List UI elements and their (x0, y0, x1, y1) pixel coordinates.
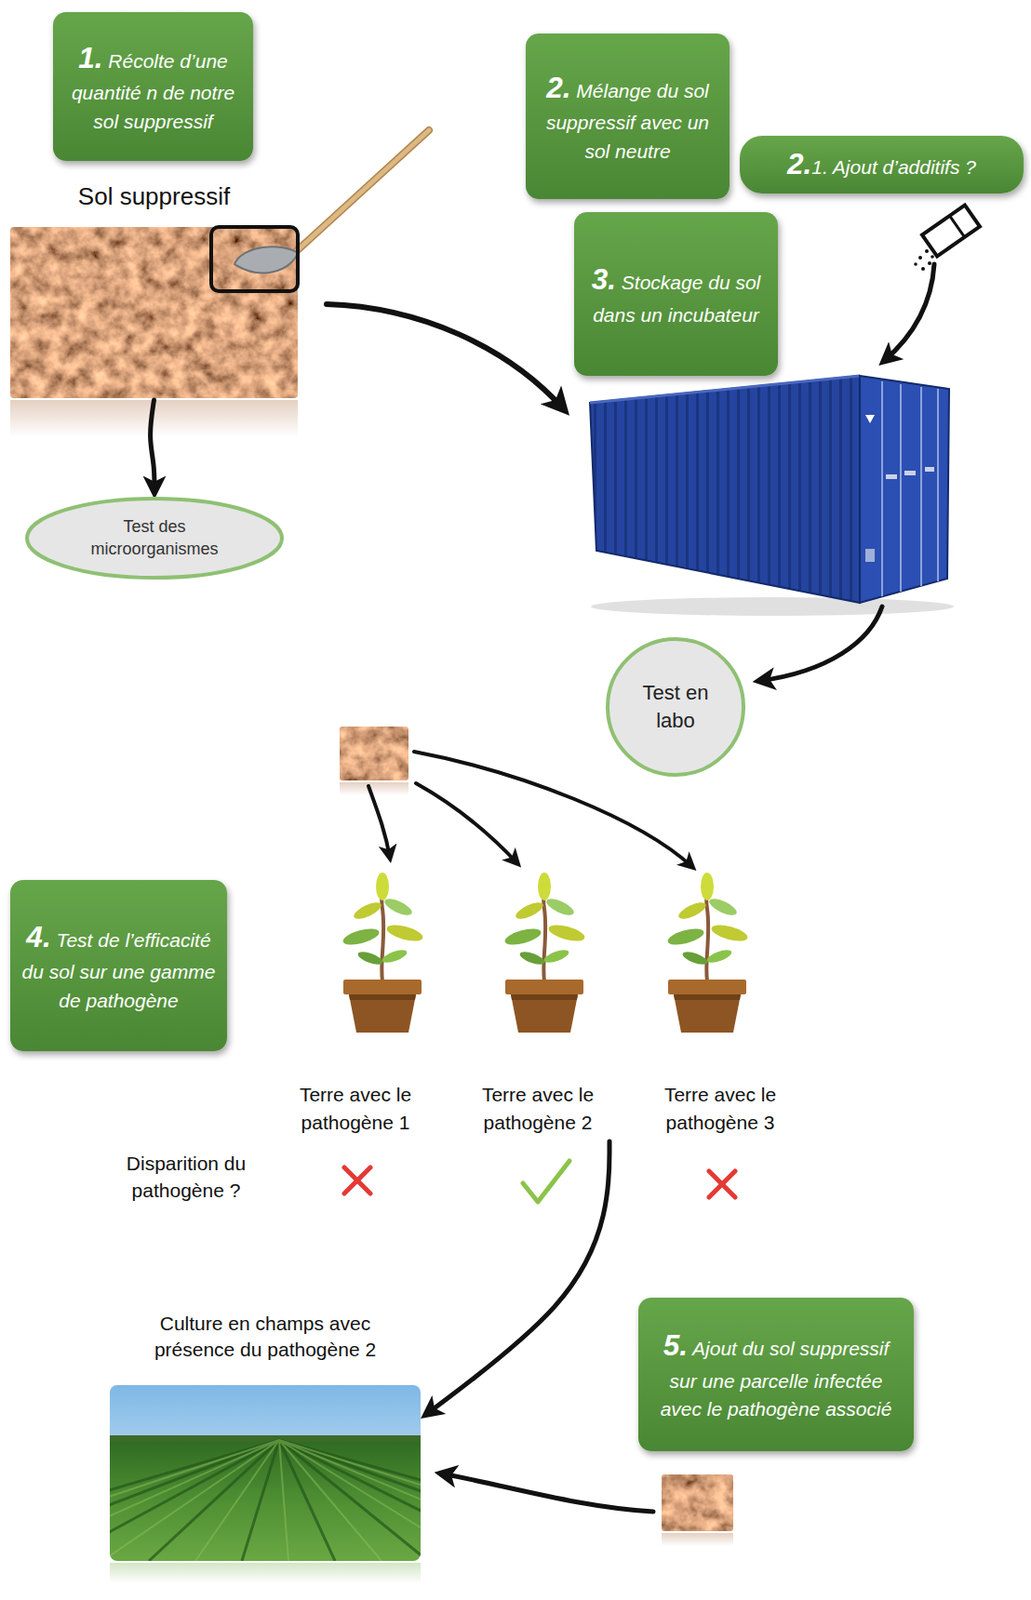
pot-caption: Terre avec le pathogène 2 (463, 1081, 613, 1137)
plant-pot-image (503, 872, 587, 1033)
cross-mark (344, 1167, 371, 1194)
soil-sample (339, 726, 409, 781)
incubator-container (865, 415, 875, 424)
incubator-container (920, 387, 923, 587)
additive-sachet (930, 254, 935, 259)
field-photo-image (109, 1440, 421, 1562)
plant-pot: Terre avec le pathogène 1 (276, 870, 435, 1140)
flow-arrow (326, 264, 935, 1513)
additive-sachet (922, 204, 980, 256)
incubator-container (937, 388, 939, 582)
additive-sachet (913, 262, 918, 267)
incubator-container (865, 548, 875, 563)
incubator-container (859, 375, 950, 603)
step-box: 4. Test de l’efficacité du sol sur une g… (10, 880, 228, 1052)
shovel (290, 130, 429, 257)
plant-pot: Terre avec le pathogène 3 (641, 870, 800, 1140)
test-text: Test des microorganismes (73, 516, 237, 561)
field-photo-image (109, 1435, 421, 1443)
node-outline (26, 498, 282, 578)
incubator-container (885, 474, 898, 480)
photo-heading: Culture en champs avec présence du patho… (147, 1311, 385, 1365)
soil-sample (661, 1474, 734, 1532)
field-photo: Culture en champs avec présence du patho… (109, 1307, 421, 1564)
soil-photo: Sol suppressif (10, 176, 298, 399)
cross-mark (344, 1167, 371, 1194)
step-text: 2.1. Ajout d’additifs ? (752, 143, 1011, 187)
soil-sample (661, 1474, 734, 1547)
test-text: Test en labo (629, 679, 723, 735)
step-box: 2. Mélange du sol suppressif avec un sol… (525, 33, 730, 200)
step-text: 4. Test de l’efficacité du sol sur une g… (21, 916, 216, 1017)
plant-pot-image (666, 872, 750, 1033)
incubator-container (924, 467, 935, 472)
shovel (211, 227, 298, 292)
step-box: 3. Stockage du sol dans un incubateur (574, 212, 778, 376)
pot-caption: Terre avec le pathogène 3 (645, 1081, 795, 1137)
cross-mark (344, 1167, 736, 1198)
flow-arrow (883, 264, 935, 362)
soil-sample (339, 782, 409, 796)
additive-sachet (924, 249, 929, 254)
test-ellipse: Test des microorganismes (25, 496, 284, 580)
incubator-container (589, 375, 860, 603)
step-box: 2.1. Ajout d’additifs ? (739, 135, 1024, 194)
plant-pot: Terre avec le pathogène 2 (458, 870, 617, 1140)
field-photo-image (109, 1385, 421, 1562)
plant-pot-image (341, 872, 425, 1033)
node-outline (607, 639, 744, 776)
incubator-container (899, 384, 902, 592)
additive-sachet (913, 204, 980, 271)
additive-sachet (950, 215, 965, 238)
additive-sachet (921, 267, 925, 271)
additive-sachet (927, 261, 932, 266)
soil-sample (339, 726, 409, 796)
additive-sachet (922, 204, 980, 256)
flow-arrow (368, 786, 390, 858)
question-label: Disparition du pathogène ? (104, 1150, 268, 1206)
step-box: 1. Récolte d’une quantité n de notre sol… (53, 12, 254, 161)
step-text: 1. Récolte d’une quantité n de notre sol… (64, 37, 242, 137)
flow-arrow (326, 304, 564, 410)
node-outline (25, 496, 284, 580)
flow-arrow (441, 1473, 654, 1513)
incubator-container (904, 470, 916, 476)
field-photo-image (109, 1440, 421, 1562)
flow-arrow (426, 1141, 610, 1416)
cross-mark (709, 1171, 736, 1198)
shovel (290, 130, 429, 257)
field-photo-image (109, 1563, 421, 1584)
incubator-container (881, 381, 884, 597)
node-outline (605, 637, 746, 777)
incubator-container (589, 375, 860, 403)
field-photo-image (109, 1440, 421, 1562)
check-mark (522, 1161, 570, 1203)
incubator-container (589, 375, 954, 616)
plant-pot-image (341, 872, 750, 1033)
flow-arrow (759, 606, 883, 682)
step-text: 5. Ajout du sol suppressif sur une parce… (649, 1325, 903, 1425)
flow-arrow (150, 400, 155, 493)
test-circle: Test en labo (605, 637, 746, 777)
shovel (234, 246, 298, 273)
soil-sample (661, 1533, 734, 1547)
pot-caption: Terre avec le pathogène 1 (281, 1081, 430, 1137)
flow-arrow (415, 783, 518, 864)
step-text: 3. Stockage du sol dans un incubateur (585, 258, 767, 330)
step-box: 5. Ajout du sol suppressif sur une parce… (638, 1298, 914, 1452)
step-text: 2. Mélange du sol suppressif avec un sol… (536, 66, 719, 167)
soil-photo-image (10, 227, 298, 399)
photo-heading: Sol suppressif (78, 180, 230, 214)
cross-mark (709, 1171, 736, 1198)
check-mark (522, 1161, 570, 1203)
additive-sachet (918, 255, 923, 260)
field-photo-image (0, 1385, 708, 1584)
incubator-container (590, 597, 954, 616)
